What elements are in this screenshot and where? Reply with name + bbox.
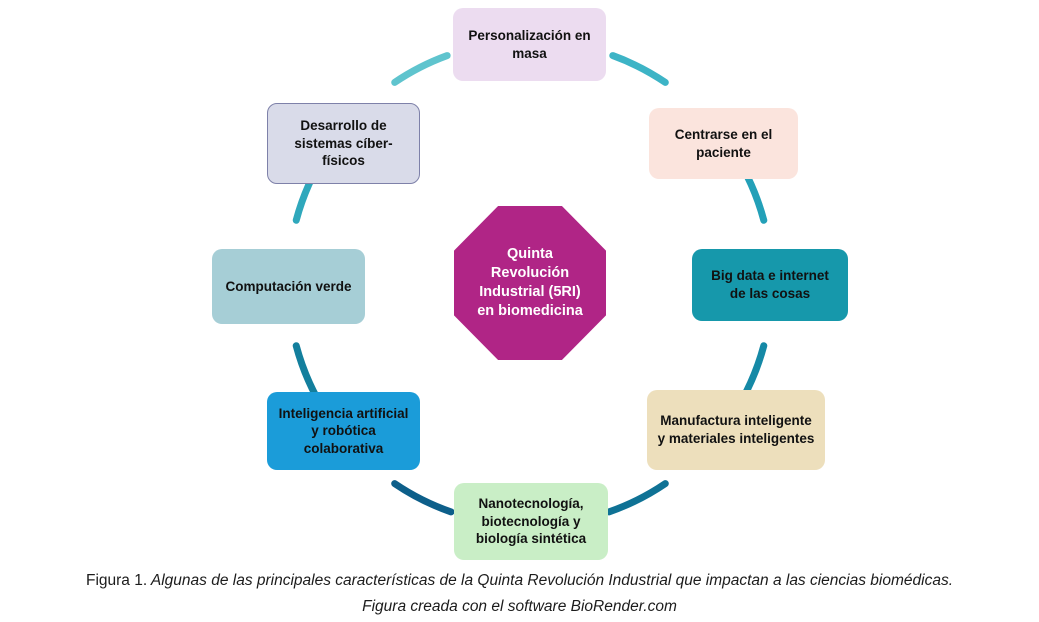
arc-topleft-to-top [391, 52, 451, 86]
node-label: Centrarse en el paciente [674, 126, 773, 160]
node-label: Big data e internet de las cosas [711, 268, 829, 301]
caption-credit: Figura creada con el software BioRender.… [362, 597, 677, 615]
caption-line-1: Figura 1. Algunas de las principales car… [0, 568, 1039, 594]
node-nanotecnologia-biotecnologia: Nanotecnología, biotecnología y biología… [454, 483, 608, 560]
node-personalizacion-en-masa: Personalización en masa [453, 8, 606, 81]
node-label: Manufactura inteligente y materiales int… [657, 413, 815, 446]
caption-text: Algunas de las principales característic… [147, 572, 954, 589]
node-label: Personalización en masa [468, 27, 591, 61]
node-label: Desarrollo de sistemas cíber-físicos [294, 118, 393, 169]
center-label: Quinta Revolución Industrial (5RI) en bi… [477, 246, 583, 319]
node-big-data-internet-de-las-cosas: Big data e internet de las cosas [692, 249, 848, 321]
figure-caption: Figura 1. Algunas de las principales car… [0, 568, 1039, 619]
node-centrarse-en-el-paciente: Centrarse en el paciente [649, 108, 798, 179]
node-manufactura-inteligente: Manufactura inteligente y materiales int… [647, 390, 825, 470]
node-label: Inteligencia artificial y robótica colab… [278, 405, 409, 456]
figure-number-label: Figura 1. [85, 572, 148, 589]
node-inteligencia-artificial-robotica: Inteligencia artificial y robótica colab… [267, 392, 420, 470]
center-octagon-quinta-revolucion: Quinta Revolución Industrial (5RI) en bi… [454, 206, 606, 360]
arc-bottom-to-bottomleft [391, 480, 455, 516]
node-label: Computación verde [225, 278, 352, 294]
arc-top-to-topright [609, 52, 669, 86]
arc-bottomright-to-bottom [605, 480, 669, 516]
node-computacion-verde: Computación verde [212, 249, 365, 324]
node-desarrollo-sistemas-ciberfisicos: Desarrollo de sistemas cíber-físicos [267, 103, 420, 184]
node-label: Nanotecnología, biotecnología y biología… [475, 496, 587, 547]
